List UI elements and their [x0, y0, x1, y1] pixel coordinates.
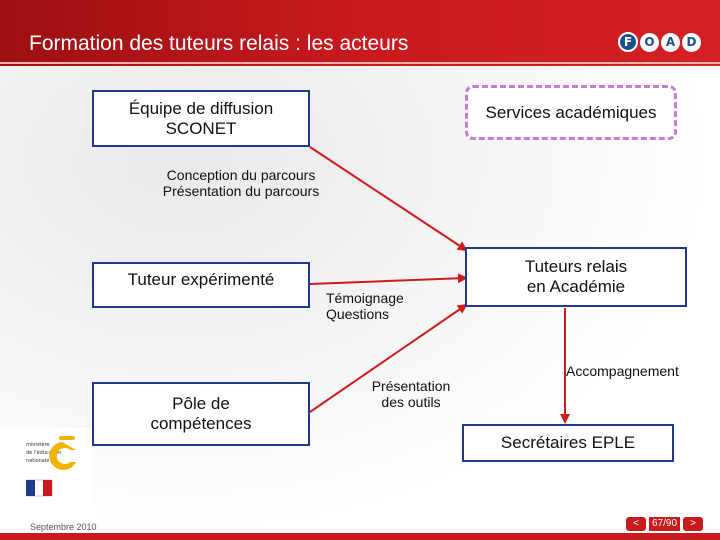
- box-tuteur-exp-text: Tuteur expérimenté: [128, 270, 275, 290]
- ministry-logo: ministère de l'éducation nationale: [26, 430, 96, 510]
- box-sconet-text: Équipe de diffusion SCONET: [129, 99, 273, 139]
- footer-bar: [0, 533, 720, 540]
- footer-date: Septembre 2010: [30, 522, 97, 532]
- page-number: 67/90: [649, 517, 680, 531]
- arrow-tuteur-exp-to-tuteurs: [310, 278, 466, 284]
- box-services-text: Services académiques: [485, 103, 656, 123]
- box-secretaires-eple: Secrétaires EPLE: [462, 424, 674, 462]
- svg-text:nationale: nationale: [26, 458, 49, 464]
- box-pole-text: Pôle de compétences: [150, 394, 251, 434]
- box-pole-competences: Pôle de compétences: [92, 382, 310, 446]
- label-temoignage: Témoignage Questions: [326, 290, 404, 322]
- label-accompagnement: Accompagnement: [566, 363, 679, 379]
- box-tuteurs-relais-text: Tuteurs relais en Académie: [525, 257, 627, 297]
- next-slide-button[interactable]: >: [683, 517, 703, 531]
- label-conception: Conception du parcours Présentation du p…: [136, 167, 346, 199]
- box-secretaires-text: Secrétaires EPLE: [501, 433, 635, 453]
- pager: < 67/90 >: [626, 517, 703, 531]
- box-services-academiques: Services académiques: [465, 85, 677, 140]
- box-sconet: Équipe de diffusion SCONET: [92, 90, 310, 147]
- box-tuteurs-relais: Tuteurs relais en Académie: [465, 247, 687, 307]
- label-presentation-outils: Présentation des outils: [352, 378, 470, 410]
- svg-text:ministère: ministère: [26, 441, 49, 448]
- prev-slide-button[interactable]: <: [626, 517, 646, 531]
- box-tuteur-experimente: Tuteur expérimenté: [92, 262, 310, 308]
